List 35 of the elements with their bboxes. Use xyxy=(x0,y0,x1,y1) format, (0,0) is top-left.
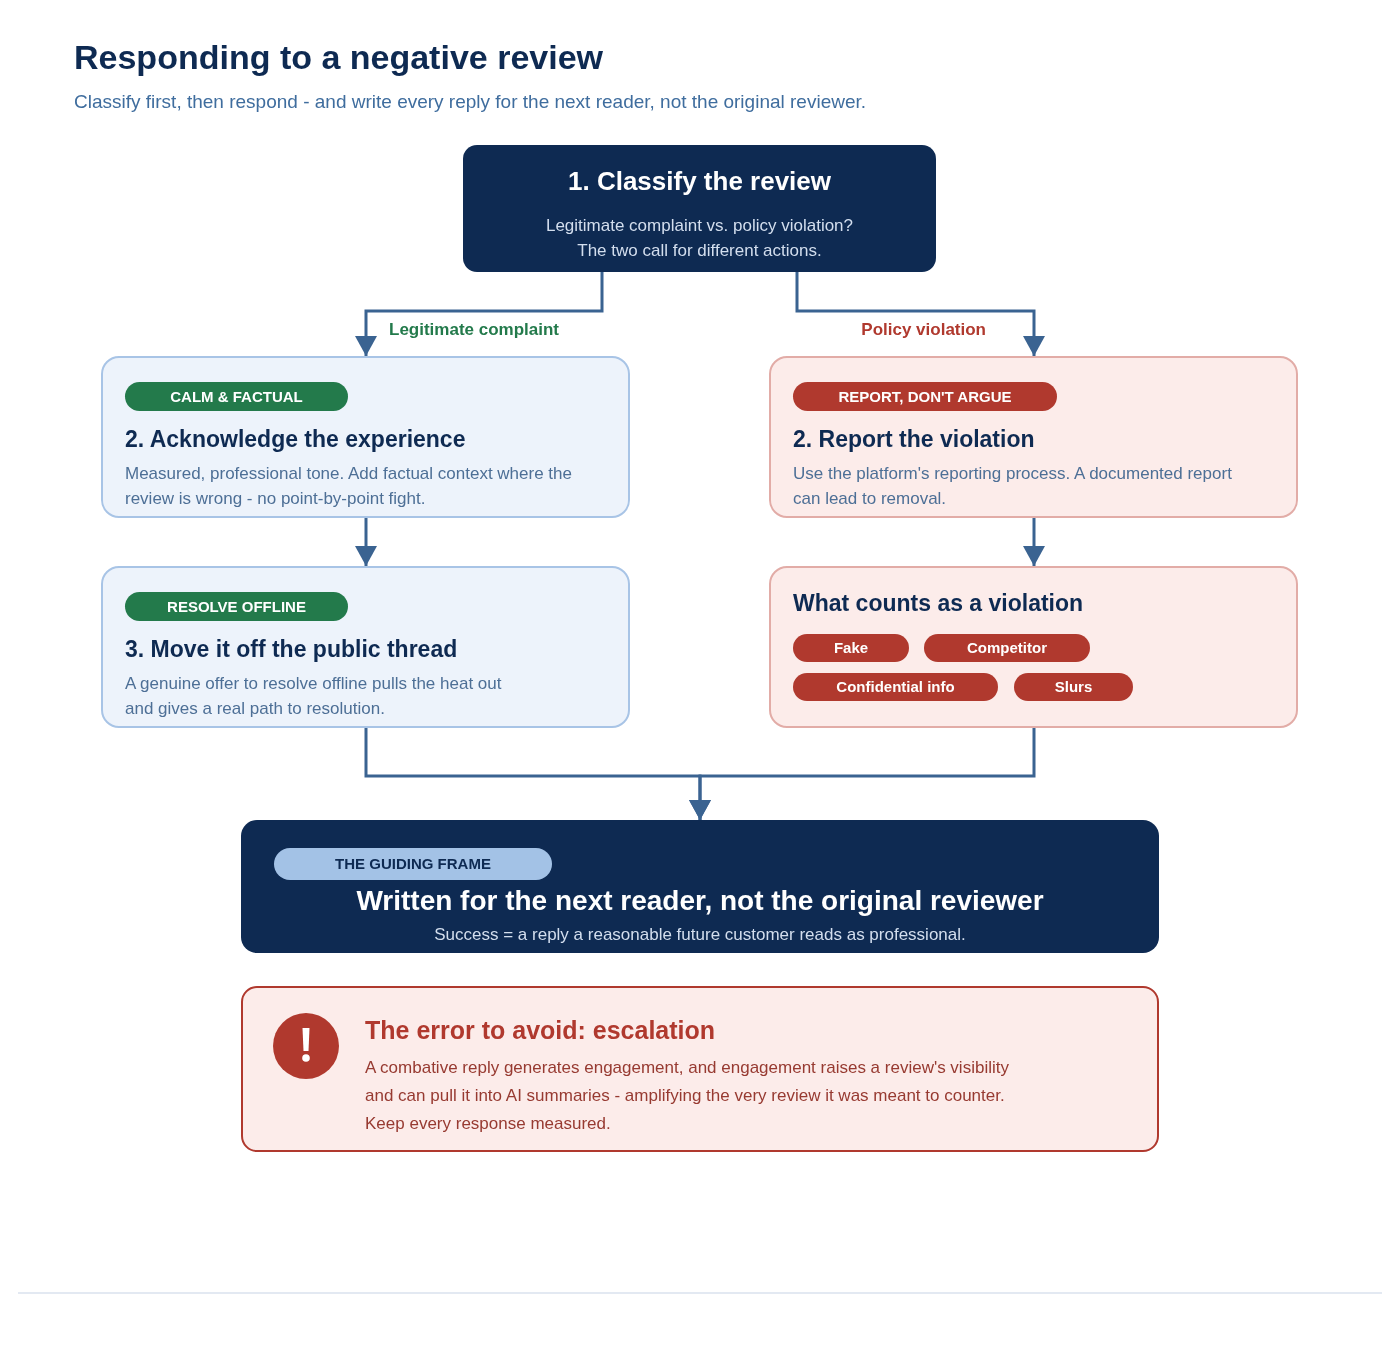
warning-text: A combative reply generates engagement, and engagement raises a review's visibility and can pull it into AI summaries - amplifying the very review it was meant to counter. Keep every response measured. xyxy=(365,1057,1010,1135)
guiding-frame-banner xyxy=(241,820,1159,953)
violation-tag: Slurs xyxy=(1014,673,1133,701)
warning-callout xyxy=(241,986,1159,1152)
step-heading: 1. Classify the review xyxy=(567,165,832,197)
step-description: Measured, professional tone. Add factual context where the review is wrong - no point-by-point fight. xyxy=(125,463,573,510)
step-description: Legitimate complaint vs. policy violation? The two call for different actions. xyxy=(544,215,855,262)
banner-text: Success = a reply a reasonable future customer reads as professional. xyxy=(433,924,967,946)
category-tag: REPORT, DON'T ARGUE xyxy=(793,382,1057,411)
category-tag: RESOLVE OFFLINE xyxy=(125,592,348,621)
violation-tag: Competitor xyxy=(924,634,1090,662)
connector-arrow xyxy=(795,272,1045,356)
connector-arrow xyxy=(689,728,1036,820)
connector-arrow xyxy=(355,272,604,356)
category-tag: THE GUIDING FRAME xyxy=(274,848,552,880)
step-heading: 3. Move it off the public thread xyxy=(125,635,459,664)
step-box xyxy=(463,145,936,272)
subtitle: Classify first, then respond - and write every reply for the next reader, not the original reviewer. xyxy=(74,90,867,114)
step-description: A genuine offer to resolve offline pulls the heat out and gives a real path to resolution. xyxy=(125,673,503,720)
card-heading: What counts as a violation xyxy=(793,589,1085,618)
step-heading: 2. Report the violation xyxy=(793,425,1036,454)
page-title: Responding to a negative review xyxy=(74,37,603,78)
step-heading: 2. Acknowledge the experience xyxy=(125,425,467,454)
violation-tag: Fake xyxy=(793,634,909,662)
step-card xyxy=(769,356,1298,518)
step-card xyxy=(101,356,630,518)
connector-arrow xyxy=(355,518,377,566)
step-card xyxy=(101,566,630,728)
info-card xyxy=(769,566,1298,728)
violation-tag: Confidential info xyxy=(793,673,998,701)
warning-heading: The error to avoid: escalation xyxy=(365,1015,717,1045)
step-description: Use the platform's reporting process. A documented report can lead to removal. xyxy=(793,463,1233,510)
banner-heading: Written for the next reader, not the original reviewer xyxy=(355,884,1045,918)
connector-arrow xyxy=(1023,518,1045,566)
category-tag: CALM & FACTUAL xyxy=(125,382,348,411)
